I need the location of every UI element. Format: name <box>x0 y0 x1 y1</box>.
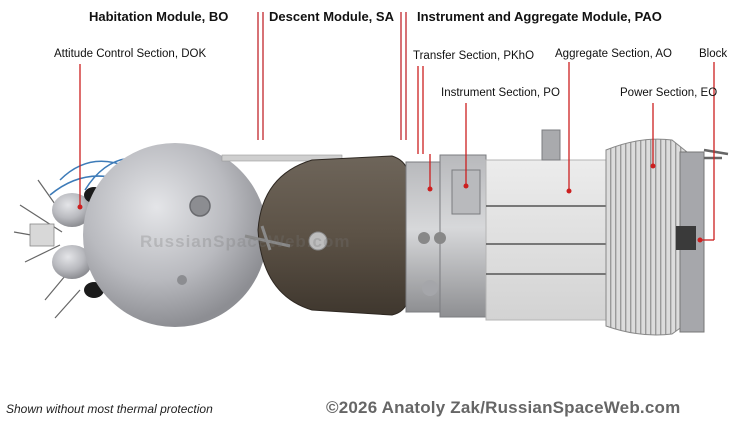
descent-porthole <box>308 231 328 251</box>
label-attitude-control: Attitude Control Section, DOK <box>54 48 207 60</box>
leader-lines <box>79 62 715 241</box>
block-i-nozzle <box>676 226 696 250</box>
aggregate-vent <box>541 129 561 161</box>
descent-antenna <box>244 225 291 251</box>
aggregate-seams <box>486 205 606 275</box>
footnote: Shown without most thermal protection <box>6 402 213 416</box>
aft-antenna <box>703 148 729 160</box>
habitation-fitting <box>177 275 187 285</box>
header-instrument-aggregate-module: Instrument and Aggregate Module, PAO <box>417 9 662 24</box>
habitation-sphere <box>83 143 267 327</box>
label-power-section: Power Section, EO <box>620 87 718 99</box>
label-instrument-section: Instrument Section, PO <box>441 87 560 99</box>
label-aggregate-section: Aggregate Section, AO <box>555 48 672 60</box>
credit-line: ©2026 Anatoly Zak/RussianSpaceWeb.com <box>326 398 681 417</box>
aggregate-section <box>485 159 607 321</box>
leader-points <box>77 163 703 243</box>
label-transfer-section: Transfer Section, PKhO <box>413 50 535 62</box>
header-descent-module: Descent Module, SA <box>269 9 394 24</box>
image-watermark: RussianSpaceWeb.com <box>140 232 351 251</box>
module-dividers <box>257 12 407 140</box>
header-habitation-module: Habitation Module, BO <box>89 9 229 24</box>
habitation-porthole <box>189 195 211 217</box>
label-block-i: Block I <box>699 48 730 60</box>
